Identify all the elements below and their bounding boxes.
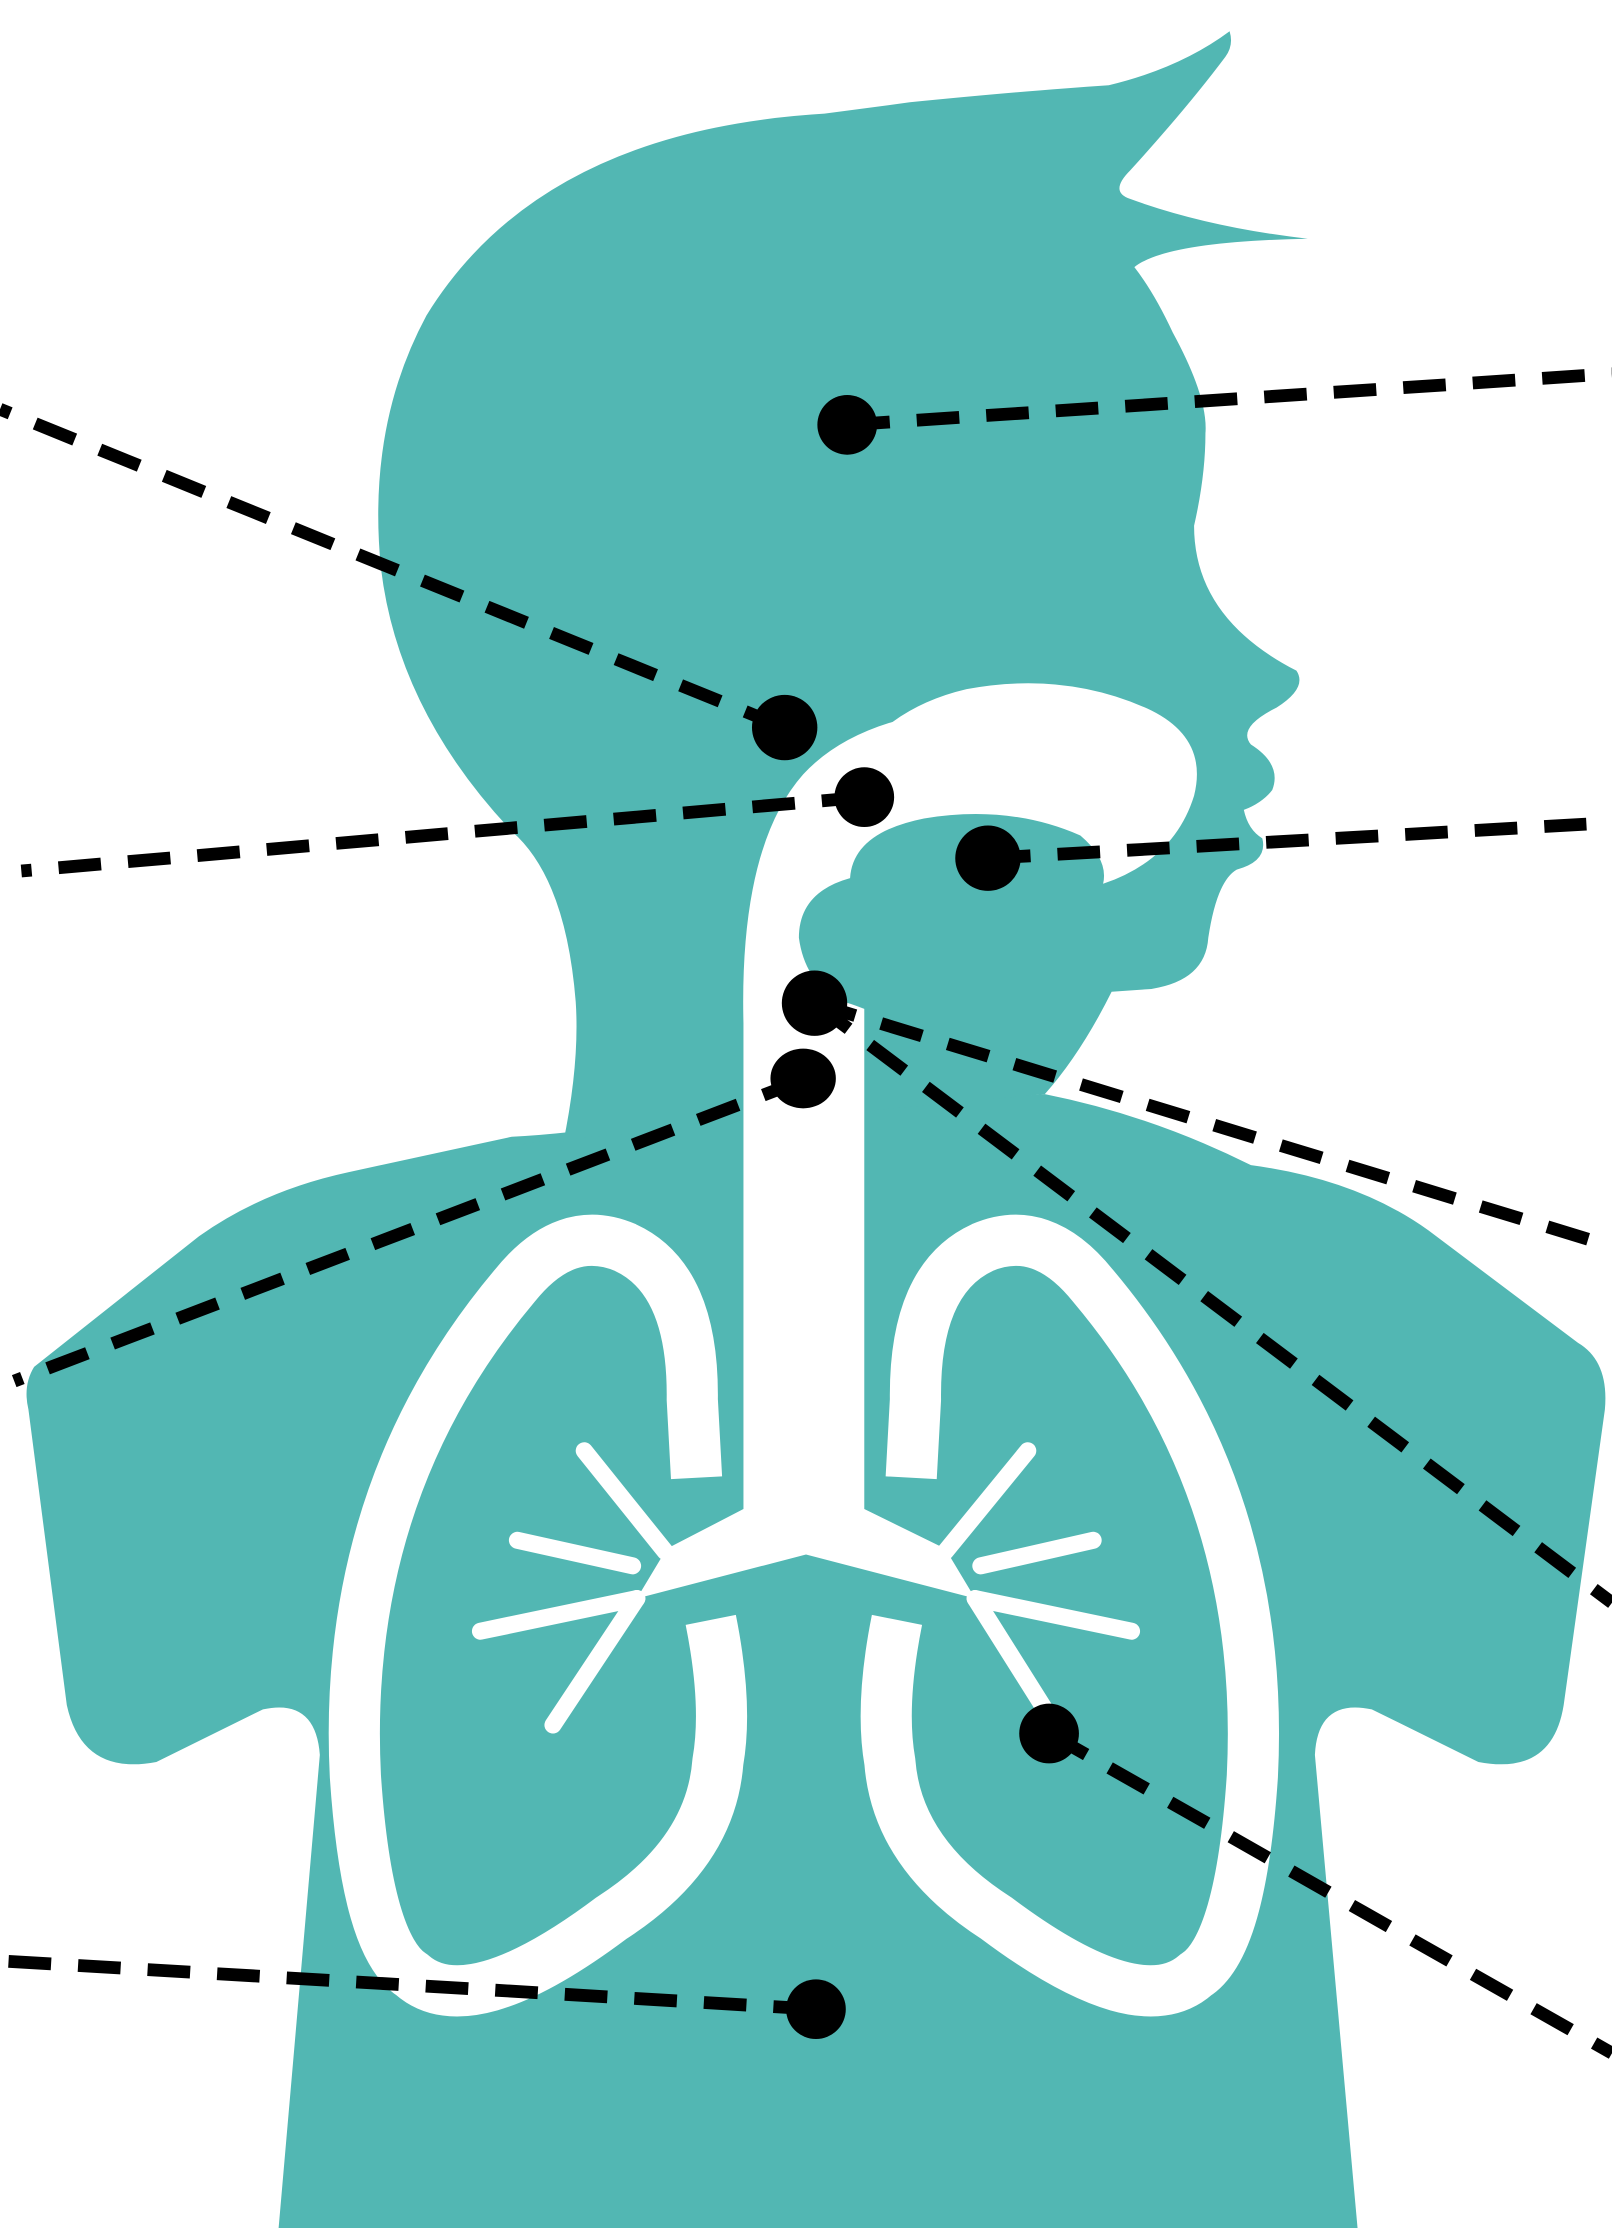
marker-oral-cavity[interactable] — [955, 826, 1020, 891]
marker-diaphragm[interactable] — [786, 1979, 846, 2039]
marker-larynx[interactable] — [770, 1049, 835, 1109]
marker-epiglottis[interactable] — [782, 970, 847, 1035]
marker-nasal-cavity[interactable] — [817, 395, 877, 455]
marker-bronchiole[interactable] — [1019, 1704, 1079, 1764]
head-silhouette — [378, 31, 1308, 1151]
marker-pharynx[interactable] — [834, 767, 894, 827]
marker-nasopharynx[interactable] — [752, 695, 817, 760]
